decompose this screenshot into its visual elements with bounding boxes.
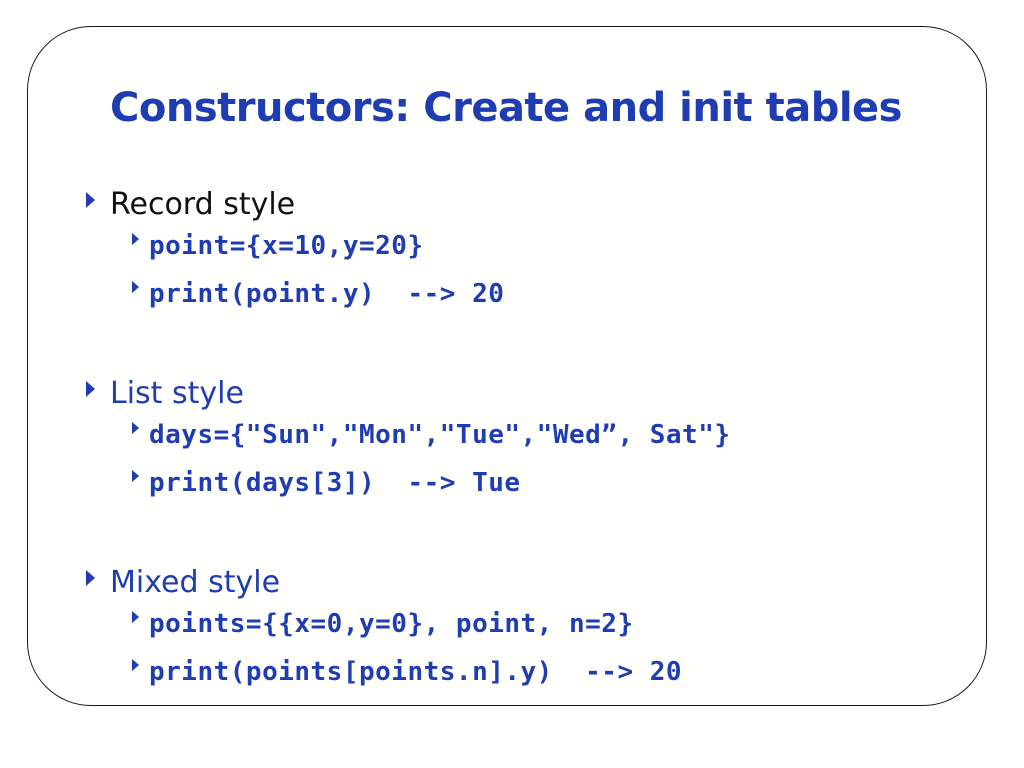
code-list: point={x=10,y=20} print(point.y) --> 20 [132,231,504,327]
code-list: points={{x=0,y=0}, point, n=2} print(poi… [132,609,682,705]
section-heading-row: Record style [86,187,504,227]
triangle-bullet-icon [86,381,95,397]
section-mixed-style: Mixed style points={{x=0,y=0}, point, n=… [86,565,682,705]
code-line: points={{x=0,y=0}, point, n=2} [149,609,634,639]
triangle-bullet-icon [132,659,139,671]
section-heading: List style [110,376,244,411]
code-line: days={"Sun","Mon","Tue","Wed”, Sat"} [149,420,731,450]
slide-title: Constructors: Create and init tables [110,85,902,131]
section-heading: Record style [110,187,296,222]
code-line: print(point.y) --> 20 [149,279,505,309]
section-heading: Mixed style [110,565,281,600]
code-line: print(days[3]) --> Tue [149,468,521,498]
code-line-row: print(point.y) --> 20 [132,279,504,327]
section-heading-row: Mixed style [86,565,682,605]
triangle-bullet-icon [132,470,139,482]
section-heading-row: List style [86,376,731,416]
code-line-row: print(points[points.n].y) --> 20 [132,657,682,705]
section-list-style: List style days={"Sun","Mon","Tue","Wed”… [86,376,731,516]
triangle-bullet-icon [132,611,139,623]
section-record-style: Record style point={x=10,y=20} print(poi… [86,187,504,327]
triangle-bullet-icon [132,422,139,434]
code-line: print(points[points.n].y) --> 20 [149,657,683,687]
code-line: point={x=10,y=20} [149,231,424,261]
code-line-row: point={x=10,y=20} [132,231,504,279]
triangle-bullet-icon [132,233,139,245]
code-line-row: points={{x=0,y=0}, point, n=2} [132,609,682,657]
triangle-bullet-icon [86,192,95,208]
code-list: days={"Sun","Mon","Tue","Wed”, Sat"} pri… [132,420,731,516]
slide-frame [27,26,987,706]
triangle-bullet-icon [86,570,95,586]
triangle-bullet-icon [132,281,139,293]
code-line-row: print(days[3]) --> Tue [132,468,731,516]
code-line-row: days={"Sun","Mon","Tue","Wed”, Sat"} [132,420,731,468]
